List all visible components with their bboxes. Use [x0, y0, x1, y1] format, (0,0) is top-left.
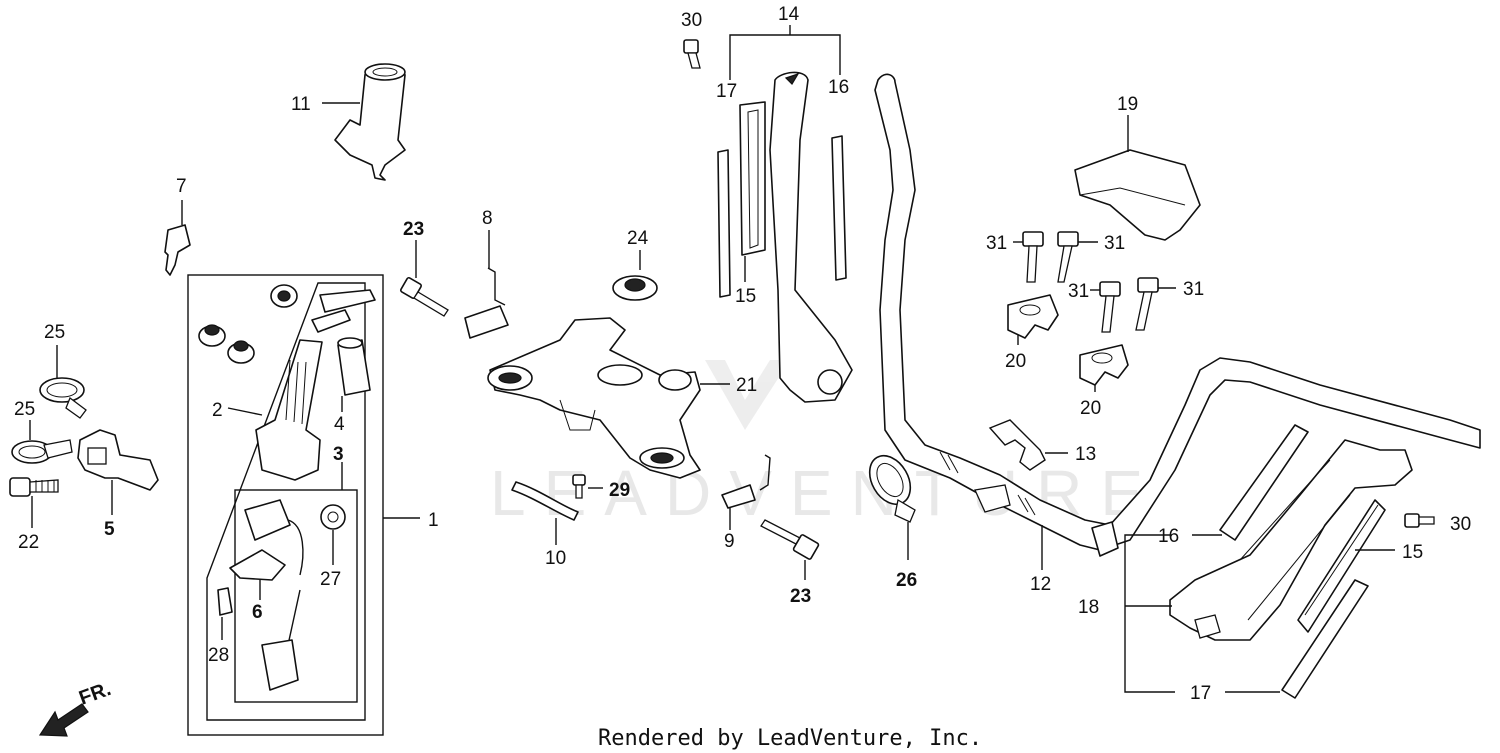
callout-5[interactable]: 5: [104, 519, 115, 540]
callout-21[interactable]: 21: [736, 375, 757, 396]
part-8-wire-guide[interactable]: [464, 267, 509, 339]
callout-22[interactable]: 22: [18, 532, 39, 553]
part-20-handlebar-holder-lower[interactable]: [1079, 344, 1129, 386]
part-7-key-icon[interactable]: [164, 224, 191, 276]
callout-8[interactable]: 8: [482, 208, 493, 229]
footer-credit: Rendered by LeadVenture, Inc.: [598, 726, 982, 751]
part-16-trim-strip-upper[interactable]: [831, 135, 847, 281]
callout-1[interactable]: 1: [428, 510, 439, 531]
callout-23a[interactable]: 23: [403, 219, 424, 240]
callout-28[interactable]: 28: [208, 645, 229, 666]
part-6-contact-base[interactable]: [229, 499, 304, 581]
front-direction-label: FR.: [76, 678, 114, 710]
part-connector[interactable]: [261, 589, 301, 691]
callout-18-bracket: [1124, 534, 1175, 693]
part-31-bolt-c[interactable]: [1099, 281, 1121, 333]
part-23-bolt-lower[interactable]: [760, 519, 820, 560]
part-25-band-clamp-upper[interactable]: [39, 377, 87, 419]
callout-18[interactable]: 18: [1078, 597, 1099, 618]
callout-6[interactable]: 6: [252, 602, 263, 623]
callout-24[interactable]: 24: [627, 228, 649, 249]
callout-25b[interactable]: 25: [14, 399, 35, 420]
part-lock-cylinder-a[interactable]: [270, 284, 298, 308]
part-22-screw[interactable]: [9, 477, 59, 497]
part-12-handlebar[interactable]: [874, 73, 1481, 557]
part-25-band-clamp-lower[interactable]: [11, 439, 73, 464]
part-15-seal-strip-upper[interactable]: [739, 101, 766, 256]
part-23-bolt-upper[interactable]: [400, 277, 449, 317]
part-13-wire-clip[interactable]: [988, 419, 1046, 471]
part-10-strip[interactable]: [511, 481, 579, 521]
part-30-bolt-lower[interactable]: [1404, 513, 1435, 528]
part-14-handlebar-cover-left[interactable]: [769, 71, 853, 403]
part-26-band-clamp[interactable]: [861, 448, 1011, 523]
callout-16b[interactable]: 16: [1158, 526, 1179, 547]
part-19-cover[interactable]: [1074, 149, 1201, 241]
part-18-handlebar-cover-right[interactable]: [1169, 439, 1413, 641]
part-4-sleeve[interactable]: [337, 337, 371, 396]
part-2-switch-body[interactable]: [255, 339, 323, 481]
part-21-top-bridge[interactable]: [487, 317, 701, 479]
callout-30a[interactable]: 30: [681, 10, 702, 31]
part-28-bulb[interactable]: [217, 587, 233, 616]
callout-7[interactable]: 7: [176, 176, 187, 197]
callout-31a[interactable]: 31: [986, 233, 1007, 254]
callout-15a[interactable]: 15: [735, 286, 756, 307]
callout-27[interactable]: 27: [320, 569, 341, 590]
part-11-lock-housing[interactable]: [334, 63, 406, 181]
part-17-trim-strip-upper[interactable]: [717, 149, 731, 298]
callout-12[interactable]: 12: [1030, 574, 1051, 595]
ignition-switch-kit-frame: [187, 274, 384, 736]
callout-30b[interactable]: 30: [1450, 514, 1471, 535]
callout-20a[interactable]: 20: [1005, 351, 1026, 372]
callout-31d[interactable]: 31: [1183, 279, 1204, 300]
part-keys[interactable]: [311, 289, 376, 333]
part-20-handlebar-holder-upper[interactable]: [1007, 294, 1059, 339]
part-lock-cylinder-c[interactable]: [227, 340, 255, 364]
part-15-seal-strip-lower[interactable]: [1297, 499, 1386, 633]
callout-17b[interactable]: 17: [1190, 683, 1211, 704]
callout-11[interactable]: 11: [291, 94, 311, 115]
callout-17a[interactable]: 17: [716, 81, 737, 102]
callout-23b[interactable]: 23: [790, 586, 811, 607]
callout-15b[interactable]: 15: [1402, 542, 1423, 563]
part-29-screw[interactable]: [572, 474, 586, 499]
part-24-grommet[interactable]: [612, 275, 658, 301]
callout-13[interactable]: 13: [1075, 444, 1096, 465]
part-lock-cylinder-b[interactable]: [198, 324, 226, 347]
callout-3[interactable]: 3: [333, 444, 344, 465]
callout-19[interactable]: 19: [1117, 94, 1138, 115]
part-31-bolt-b[interactable]: [1057, 231, 1079, 283]
callout-2[interactable]: 2: [212, 400, 223, 421]
part-30-bolt-upper[interactable]: [683, 39, 701, 69]
callout-4[interactable]: 4: [334, 414, 345, 435]
part-31-bolt-d[interactable]: [1135, 277, 1159, 331]
callout-9[interactable]: 9: [724, 531, 735, 552]
callout-14-bracket: [729, 25, 841, 80]
callout-14[interactable]: 14: [778, 4, 800, 25]
callout-29[interactable]: 29: [609, 480, 630, 501]
callout-10[interactable]: 10: [545, 548, 566, 569]
part-16-trim-strip-lower[interactable]: [1219, 424, 1309, 541]
callout-25a[interactable]: 25: [44, 322, 65, 343]
callout-20b[interactable]: 20: [1080, 398, 1101, 419]
part-27-gear[interactable]: [320, 504, 346, 530]
callout-31b[interactable]: 31: [1104, 233, 1125, 254]
part-9-clip[interactable]: [721, 454, 771, 509]
callout-31c[interactable]: 31: [1068, 281, 1089, 302]
leader-2: [227, 407, 263, 416]
front-direction-indicator: FR.: [38, 678, 114, 737]
part-17-trim-strip-lower[interactable]: [1281, 579, 1369, 699]
callout-16a[interactable]: 16: [828, 77, 849, 98]
part-5-switch-assembly[interactable]: [77, 429, 159, 491]
part-31-bolt-a[interactable]: [1022, 231, 1044, 283]
callout-26[interactable]: 26: [896, 570, 917, 591]
